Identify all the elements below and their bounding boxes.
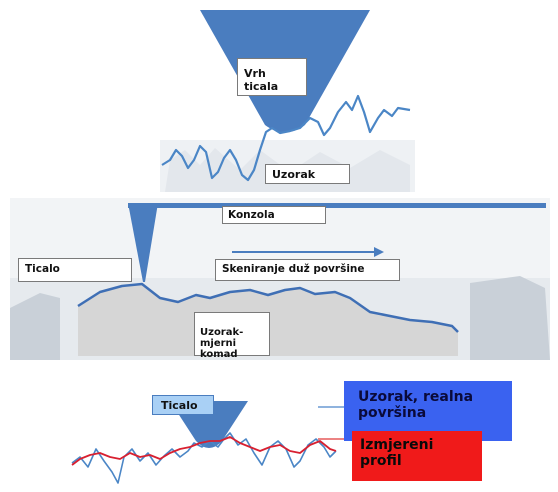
scan-label-box: Skeniranje duž površine: [215, 259, 400, 281]
stylus-needle: [128, 203, 158, 282]
stylus-label: Ticalo: [25, 263, 60, 275]
bottom-real-profile: [71, 432, 337, 484]
scan-arrow-head: [374, 247, 384, 257]
cantilever-label-box: Konzola: [222, 206, 326, 224]
bottom-stylus-label-box: Ticalo: [152, 395, 214, 415]
workpiece-label: Uzorak- mjerni komad: [200, 327, 244, 360]
tip-label-box: Vrh ticala: [237, 58, 307, 96]
cantilever-label: Konzola: [228, 209, 275, 221]
middle-background-machinery: [10, 276, 550, 360]
legend-measured-label: Izmjereni profil: [360, 437, 434, 469]
bottom-measured-profile: [71, 436, 337, 466]
sample-label-box: Uzorak: [265, 164, 350, 184]
legend-measured-box: Izmjereni profil: [352, 431, 482, 481]
workpiece-label-box: Uzorak- mjerni komad: [194, 312, 270, 360]
sample-label: Uzorak: [272, 168, 316, 181]
bottom-stylus-label: Ticalo: [161, 399, 198, 412]
middle-panel-graphic: [10, 198, 550, 360]
stylus-label-box: Ticalo: [18, 258, 132, 282]
scan-label: Skeniranje duž površine: [222, 263, 365, 275]
legend-real-label: Uzorak, realna površina: [358, 389, 474, 421]
tip-label: Vrh ticala: [244, 67, 279, 93]
workpiece-surface: [77, 282, 459, 333]
cantilever-bar: [128, 203, 546, 208]
top-surface-profile: [161, 94, 411, 182]
